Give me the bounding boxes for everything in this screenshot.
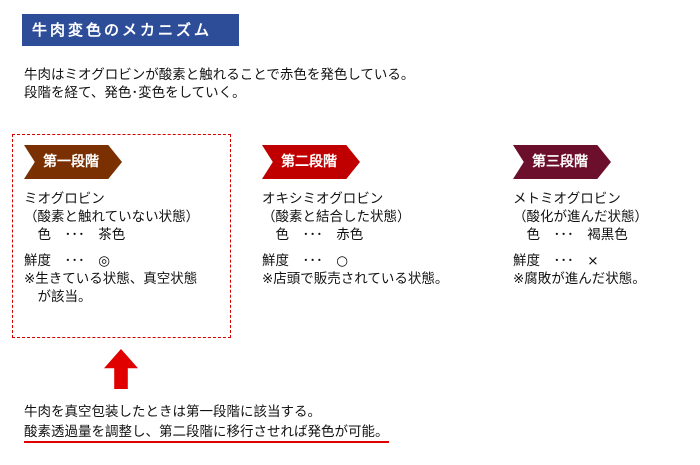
intro-text: 牛肉はミオグロビンが酸素と触れることで赤色を発色している。 段階を経て、発色･変… bbox=[24, 66, 414, 102]
stage-2-desc: （酸素と結合した状態） bbox=[262, 209, 411, 225]
stage-3-text: メトミオグロビン （酸化が進んだ状態） 色 ･･･ 褐黒色 鮮度 ･･･ × ※… bbox=[513, 190, 648, 288]
up-arrow-icon bbox=[104, 349, 138, 389]
stage-1-highlight-box bbox=[12, 134, 231, 338]
conclusion-text: 牛肉を真空包装したときは第一段階に該当する。 酸素透過量を調整し、第二段階に移行… bbox=[24, 402, 389, 443]
stage-1-color: 色 ･･･ 茶色 bbox=[24, 227, 126, 243]
intro-line-2: 段階を経て、発色･変色をしていく。 bbox=[24, 85, 246, 101]
conclusion-line-1: 牛肉を真空包装したときは第一段階に該当する。 bbox=[24, 404, 321, 420]
stage-1-desc: （酸素と触れていない状態） bbox=[24, 209, 200, 225]
intro-line-1: 牛肉はミオグロビンが酸素と触れることで赤色を発色している。 bbox=[24, 67, 415, 83]
stage-3: 第三段階 メトミオグロビン （酸化が進んだ状態） 色 ･･･ 褐黒色 鮮度 ･･… bbox=[513, 145, 648, 288]
stage-2: 第二段階 オキシミオグロビン （酸素と結合した状態） 色 ･･･ 赤色 鮮度 ･… bbox=[262, 145, 448, 288]
stage-1-label: 第一段階 bbox=[24, 145, 122, 179]
stage-1-name: ミオグロビン bbox=[24, 191, 105, 207]
stage-1-note-2: が該当。 bbox=[24, 289, 92, 305]
stage-3-desc: （酸化が進んだ状態） bbox=[513, 209, 648, 225]
stage-2-text: オキシミオグロビン （酸素と結合した状態） 色 ･･･ 赤色 鮮度 ･･･ ○ … bbox=[262, 190, 448, 288]
stage-3-name: メトミオグロビン bbox=[513, 191, 621, 207]
stage-2-label: 第二段階 bbox=[262, 145, 360, 179]
stage-2-color: 色 ･･･ 赤色 bbox=[262, 227, 364, 243]
stage-1-text: ミオグロビン （酸素と触れていない状態） 色 ･･･ 茶色 鮮度 ･･･ ◎ ※… bbox=[24, 190, 199, 306]
stage-1-note-1: ※生きている状態、真空状態 bbox=[24, 271, 198, 287]
stage-3-color: 色 ･･･ 褐黒色 bbox=[513, 227, 628, 243]
stage-3-note-1: ※腐敗が進んだ状態。 bbox=[513, 271, 646, 287]
stage-2-name: オキシミオグロビン bbox=[262, 191, 384, 207]
conclusion-line-2-emphasis: 酸素透過量を調整し、第二段階に移行させれば発色が可能。 bbox=[24, 423, 389, 443]
stage-2-freshness: 鮮度 ･･･ ○ bbox=[262, 253, 349, 269]
stage-3-freshness: 鮮度 ･･･ × bbox=[513, 253, 599, 269]
stage-3-label: 第三段階 bbox=[513, 145, 611, 179]
stage-1-freshness: 鮮度 ･･･ ◎ bbox=[24, 253, 111, 269]
stage-2-note-1: ※店頭で販売されている状態。 bbox=[262, 271, 449, 287]
page-title: 牛肉変色のメカニズム bbox=[22, 14, 239, 46]
stage-1: 第一段階 ミオグロビン （酸素と触れていない状態） 色 ･･･ 茶色 鮮度 ･･… bbox=[24, 145, 199, 306]
